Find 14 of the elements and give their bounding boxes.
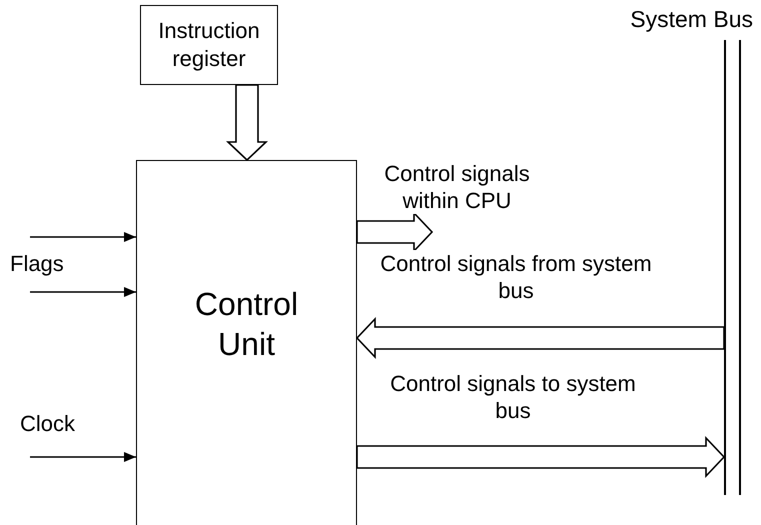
arrow <box>30 232 136 242</box>
hollow-arrow <box>356 211 434 253</box>
box-title: Control Unit <box>194 285 300 364</box>
signal-name: Flags <box>10 250 64 278</box>
unit-box <box>136 160 357 525</box>
signal-name: Clock <box>20 410 76 438</box>
hollow-arrow <box>356 436 726 478</box>
arrow <box>30 287 136 297</box>
register-box <box>140 5 278 85</box>
hollow-arrow <box>356 317 725 359</box>
box-title: Instruction register <box>157 17 261 73</box>
hollow-arrow <box>226 84 268 162</box>
bus-name: System Bus <box>630 8 753 31</box>
arrow <box>30 452 136 462</box>
